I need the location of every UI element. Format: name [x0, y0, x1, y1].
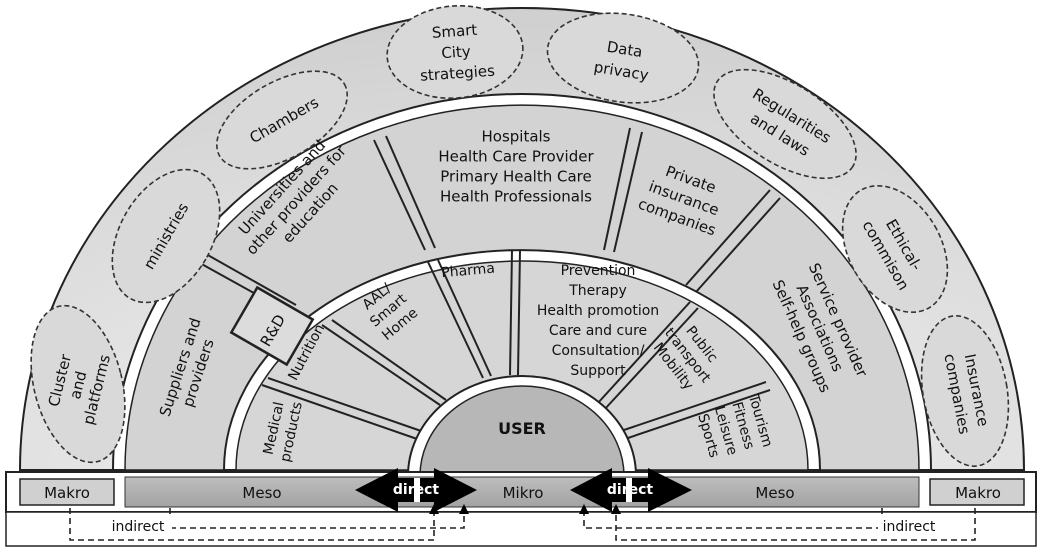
- regularities-ellipse: [713, 68, 857, 180]
- mikro-label: Mikro: [503, 484, 544, 502]
- makro-right-label: Makro: [955, 484, 1001, 502]
- user-label: USER: [498, 419, 546, 438]
- makro-left-box: [19, 478, 115, 506]
- pharma-label: Pharma: [441, 261, 496, 282]
- insurance-ellipse: [920, 315, 1010, 467]
- data-privacy-label-line: Data: [606, 38, 644, 61]
- ethical-ellipse: [841, 184, 949, 314]
- indirect-arrowheads: [429, 504, 621, 514]
- data-privacy-ellipse: [546, 12, 700, 104]
- prevention-label-line: Support: [570, 363, 626, 379]
- ministries-ellipse: [111, 168, 221, 304]
- hospitals-label-line: Primary Health Care: [440, 167, 592, 185]
- direct-right-label: direct: [607, 482, 654, 498]
- chambers-ellipse: [216, 70, 348, 170]
- smart-city-ellipse: [386, 4, 524, 100]
- smart-city-label: SmartCitystrategies: [417, 20, 496, 85]
- meso-mikro-band: [124, 476, 920, 508]
- prevention-label-line: Care and cure: [549, 323, 647, 339]
- hospitals-label-line: Health Professionals: [440, 187, 592, 205]
- inner-ring-dividers: [261, 249, 771, 441]
- prevention-label-line: Consultation/: [552, 343, 645, 359]
- smart-city-label-line: City: [441, 42, 472, 62]
- user-hub-inner: [419, 385, 625, 477]
- makro-right-box: [929, 478, 1025, 506]
- indirect-right-label: indirect: [883, 519, 936, 535]
- rd-box: [229, 285, 315, 367]
- smart-city-label-line: strategies: [419, 62, 495, 85]
- prevention-label-line: Prevention: [561, 263, 636, 279]
- prevention-label-line: Therapy: [568, 283, 627, 299]
- indirect-left-bg: [104, 518, 172, 534]
- meso-left-label: Meso: [242, 484, 281, 502]
- direct-arrow-left-gap: [414, 478, 420, 502]
- pharma-label-line: Pharma: [441, 261, 496, 282]
- direct-arrow-right-gap: [626, 478, 632, 502]
- cluster-ellipse: [30, 304, 126, 464]
- middle-ring-dividers: [197, 127, 781, 314]
- direct-left-label: direct: [393, 482, 440, 498]
- indirect-right-bg: [878, 518, 940, 534]
- hospitals-label-line: Health Care Provider: [438, 147, 594, 165]
- prevention-label-line: Health promotion: [537, 303, 659, 319]
- indirect-left-label: indirect: [112, 519, 165, 535]
- inner-ring: [235, 260, 809, 471]
- smart-city-label-line: Smart: [431, 21, 478, 42]
- hospitals-label-line: Hospitals: [481, 127, 550, 145]
- meso-right-label: Meso: [755, 484, 794, 502]
- makro-left-label: Makro: [44, 484, 90, 502]
